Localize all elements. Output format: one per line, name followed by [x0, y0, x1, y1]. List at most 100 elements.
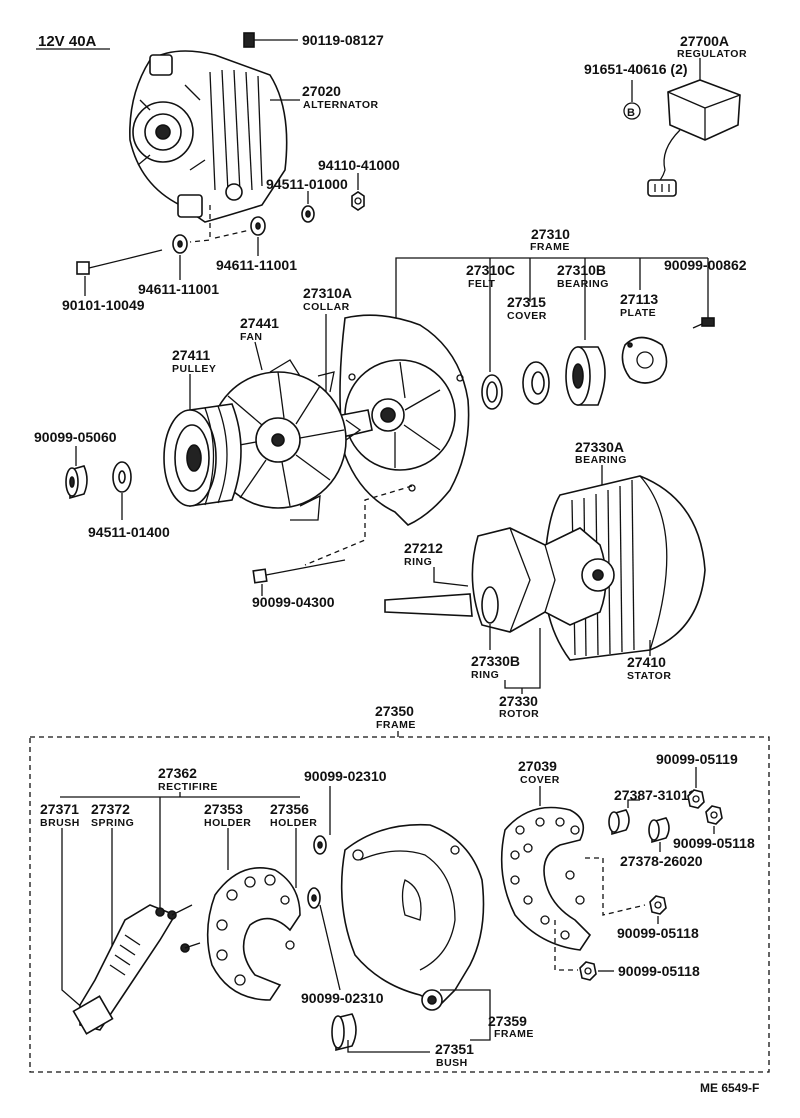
label-nut-05118-b: 90099-05118	[617, 925, 699, 941]
label-rotor-num: 27330	[499, 693, 538, 709]
screw-00862-drawing	[692, 317, 715, 329]
label-cover-27315-num: 27315	[507, 294, 546, 310]
label-washer-94611-a: 94611-11001	[138, 281, 219, 297]
label-bolt-long: 90101-10049	[62, 297, 145, 313]
cover-27039-drawing	[500, 806, 592, 951]
nut-05118-b-drawing	[649, 895, 667, 915]
label-ring-27212-num: 27212	[404, 540, 443, 556]
label-spring-name: SPRING	[91, 817, 134, 829]
label-holder-56-num: 27356	[270, 801, 309, 817]
washer-02310-a-drawing	[313, 835, 327, 855]
label-frame-27359-name: FRAME	[494, 1028, 534, 1040]
washer-94511-01000-drawing	[301, 205, 315, 223]
reference-mark-circle	[623, 102, 641, 120]
label-stator-num: 27410	[627, 654, 666, 670]
washer-02310-b-drawing	[307, 887, 321, 909]
label-insulator-26020: 27378-26020	[620, 853, 703, 869]
nut-05119-drawing	[687, 789, 705, 809]
diagram-code: ME 6549-F	[700, 1081, 759, 1095]
label-frame-27359-num: 27359	[488, 1013, 527, 1029]
washer-94611-drawing	[172, 234, 188, 254]
plate-drawing	[621, 336, 668, 384]
label-cover-27315-name: COVER	[507, 310, 547, 322]
label-rectifier-num: 27362	[158, 765, 197, 781]
label-alternator-num: 27020	[302, 83, 341, 99]
label-frame-name: FRAME	[530, 241, 570, 253]
rear-frame-group-box	[29, 736, 770, 1073]
label-ring-27212-name: RING	[404, 556, 432, 568]
reference-mark: B	[627, 107, 635, 119]
label-regulator-screw: 91651-40616 (2)	[584, 61, 688, 77]
label-rear-frame-name: FRAME	[376, 719, 416, 731]
rotor-drawing	[384, 527, 615, 633]
label-bolt-04300: 90099-04300	[252, 594, 335, 610]
washer-01400-drawing	[112, 461, 132, 493]
label-plate-name: PLATE	[620, 307, 656, 319]
label-washer-94611-b: 94611-11001	[216, 257, 297, 273]
label-ring-27330b-num: 27330B	[471, 653, 520, 669]
rectifier-holder-drawing	[206, 866, 301, 1001]
label-regulator-num: 27700A	[680, 33, 729, 49]
felt-drawing	[481, 374, 503, 410]
label-ring-27330b-name: RING	[471, 669, 499, 681]
label-regulator-name: REGULATOR	[677, 48, 747, 60]
label-holder-53-name: HOLDER	[204, 817, 251, 829]
label-washer-01400: 94511-01400	[88, 524, 170, 540]
regulator-drawing	[647, 79, 741, 197]
spec-title: 12V 40A	[38, 33, 97, 50]
label-fan-num: 27441	[240, 315, 279, 331]
washer-94611-b-drawing	[250, 216, 266, 236]
brush-holder-drawing	[72, 904, 201, 1035]
insulator-26020-drawing	[648, 817, 670, 844]
bush-drawing	[331, 1013, 357, 1052]
bolt-long-drawing	[76, 249, 163, 275]
rear-frame-housing-drawing	[340, 823, 485, 1011]
pulley-drawing	[163, 403, 242, 507]
label-pulley-num: 27411	[172, 347, 210, 363]
nut-05060-drawing	[65, 465, 88, 500]
label-bearing-a-num: 27330A	[575, 439, 624, 455]
cover-27315-drawing	[522, 361, 550, 405]
label-rectifier-name: RECTIFIRE	[158, 781, 218, 793]
label-insulator-31011: 27387-31011	[614, 787, 696, 803]
label-rotor-name: ROTOR	[499, 708, 539, 720]
label-rear-frame-num: 27350	[375, 703, 414, 719]
nut-05118-a-drawing	[705, 805, 723, 825]
label-cover-27039-num: 27039	[518, 758, 557, 774]
label-bolt-top: 90119-08127	[302, 32, 384, 48]
label-nut-94110: 94110-41000	[318, 157, 400, 173]
label-fan-name: FAN	[240, 331, 263, 343]
label-holder-53-num: 27353	[204, 801, 243, 817]
label-bearing-a-name: BEARING	[575, 454, 627, 466]
bolt-04300-drawing	[252, 559, 346, 584]
label-nut-05119: 90099-05119	[656, 751, 738, 767]
label-pulley-name: PULLEY	[172, 363, 216, 375]
label-cover-27039-name: COVER	[520, 774, 560, 786]
nut-94110-drawing	[351, 191, 365, 211]
bolt-top-drawing	[243, 32, 298, 48]
label-washer-02310-a: 90099-02310	[304, 768, 387, 784]
front-frame-drawing	[339, 314, 470, 526]
insulator-31011-drawing	[608, 809, 630, 836]
label-collar-num: 27310A	[303, 285, 352, 301]
label-nut-05118-a: 90099-05118	[673, 835, 755, 851]
label-frame-num: 27310	[531, 226, 570, 242]
bearing-b-drawing	[565, 346, 606, 406]
label-felt-name: FELT	[468, 278, 496, 290]
label-bearing-b-num: 27310B	[557, 262, 606, 278]
label-plate-num: 27113	[620, 291, 658, 307]
label-bush-num: 27351	[435, 1041, 474, 1057]
label-brush-num: 27371	[40, 801, 79, 817]
label-alternator-name: ALTERNATOR	[303, 99, 379, 111]
label-holder-56-name: HOLDER	[270, 817, 317, 829]
label-nut-05060: 90099-05060	[34, 429, 117, 445]
label-washer-02310-b: 90099-02310	[301, 990, 384, 1006]
label-washer-94511-01000: 94511-01000	[266, 176, 348, 192]
label-spring-num: 27372	[91, 801, 130, 817]
label-stator-name: STATOR	[627, 670, 671, 682]
label-bush-name: BUSH	[436, 1057, 468, 1069]
label-brush-name: BRUSH	[40, 817, 80, 829]
label-nut-05118-c: 90099-05118	[618, 963, 700, 979]
